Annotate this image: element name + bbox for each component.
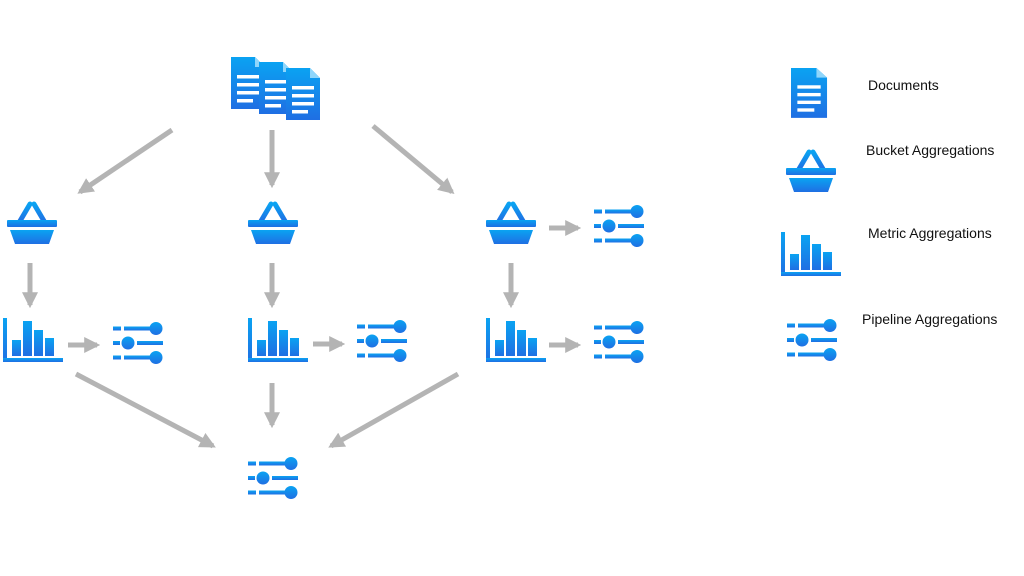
legend-label-documents: Documents xyxy=(868,77,939,93)
bucket-node-right xyxy=(486,204,536,244)
legend-label-pipeline: Pipeline Aggregations xyxy=(862,311,998,327)
legend xyxy=(781,68,841,361)
pipeline-node-final xyxy=(248,457,298,499)
bucket-node-middle xyxy=(248,204,298,244)
arrow-metric-right-to-final xyxy=(328,371,460,449)
pipeline-node-left xyxy=(113,322,163,364)
arrow-metric-left-to-final xyxy=(74,371,216,449)
arrow-docs-to-bucket-left xyxy=(77,127,174,195)
flow-arrows xyxy=(21,124,582,449)
documents-node xyxy=(231,57,320,120)
arrow-docs-to-bucket-right xyxy=(371,124,455,195)
pipeline-node-right xyxy=(594,321,644,363)
legend-label-metric: Metric Aggregations xyxy=(868,225,992,241)
metric-node-right xyxy=(486,318,546,362)
bucket-node-left xyxy=(7,204,57,244)
pipeline-node-middle xyxy=(357,320,407,362)
legend-label-bucket: Bucket Aggregations xyxy=(866,142,995,158)
document-icon xyxy=(791,68,828,118)
pipeline-node-bucket-right xyxy=(594,205,644,247)
sliders-icon xyxy=(787,319,837,361)
metric-node-left xyxy=(3,318,63,362)
metric-node-middle xyxy=(248,318,308,362)
bar-chart-icon xyxy=(781,232,841,276)
basket-icon xyxy=(786,152,836,192)
